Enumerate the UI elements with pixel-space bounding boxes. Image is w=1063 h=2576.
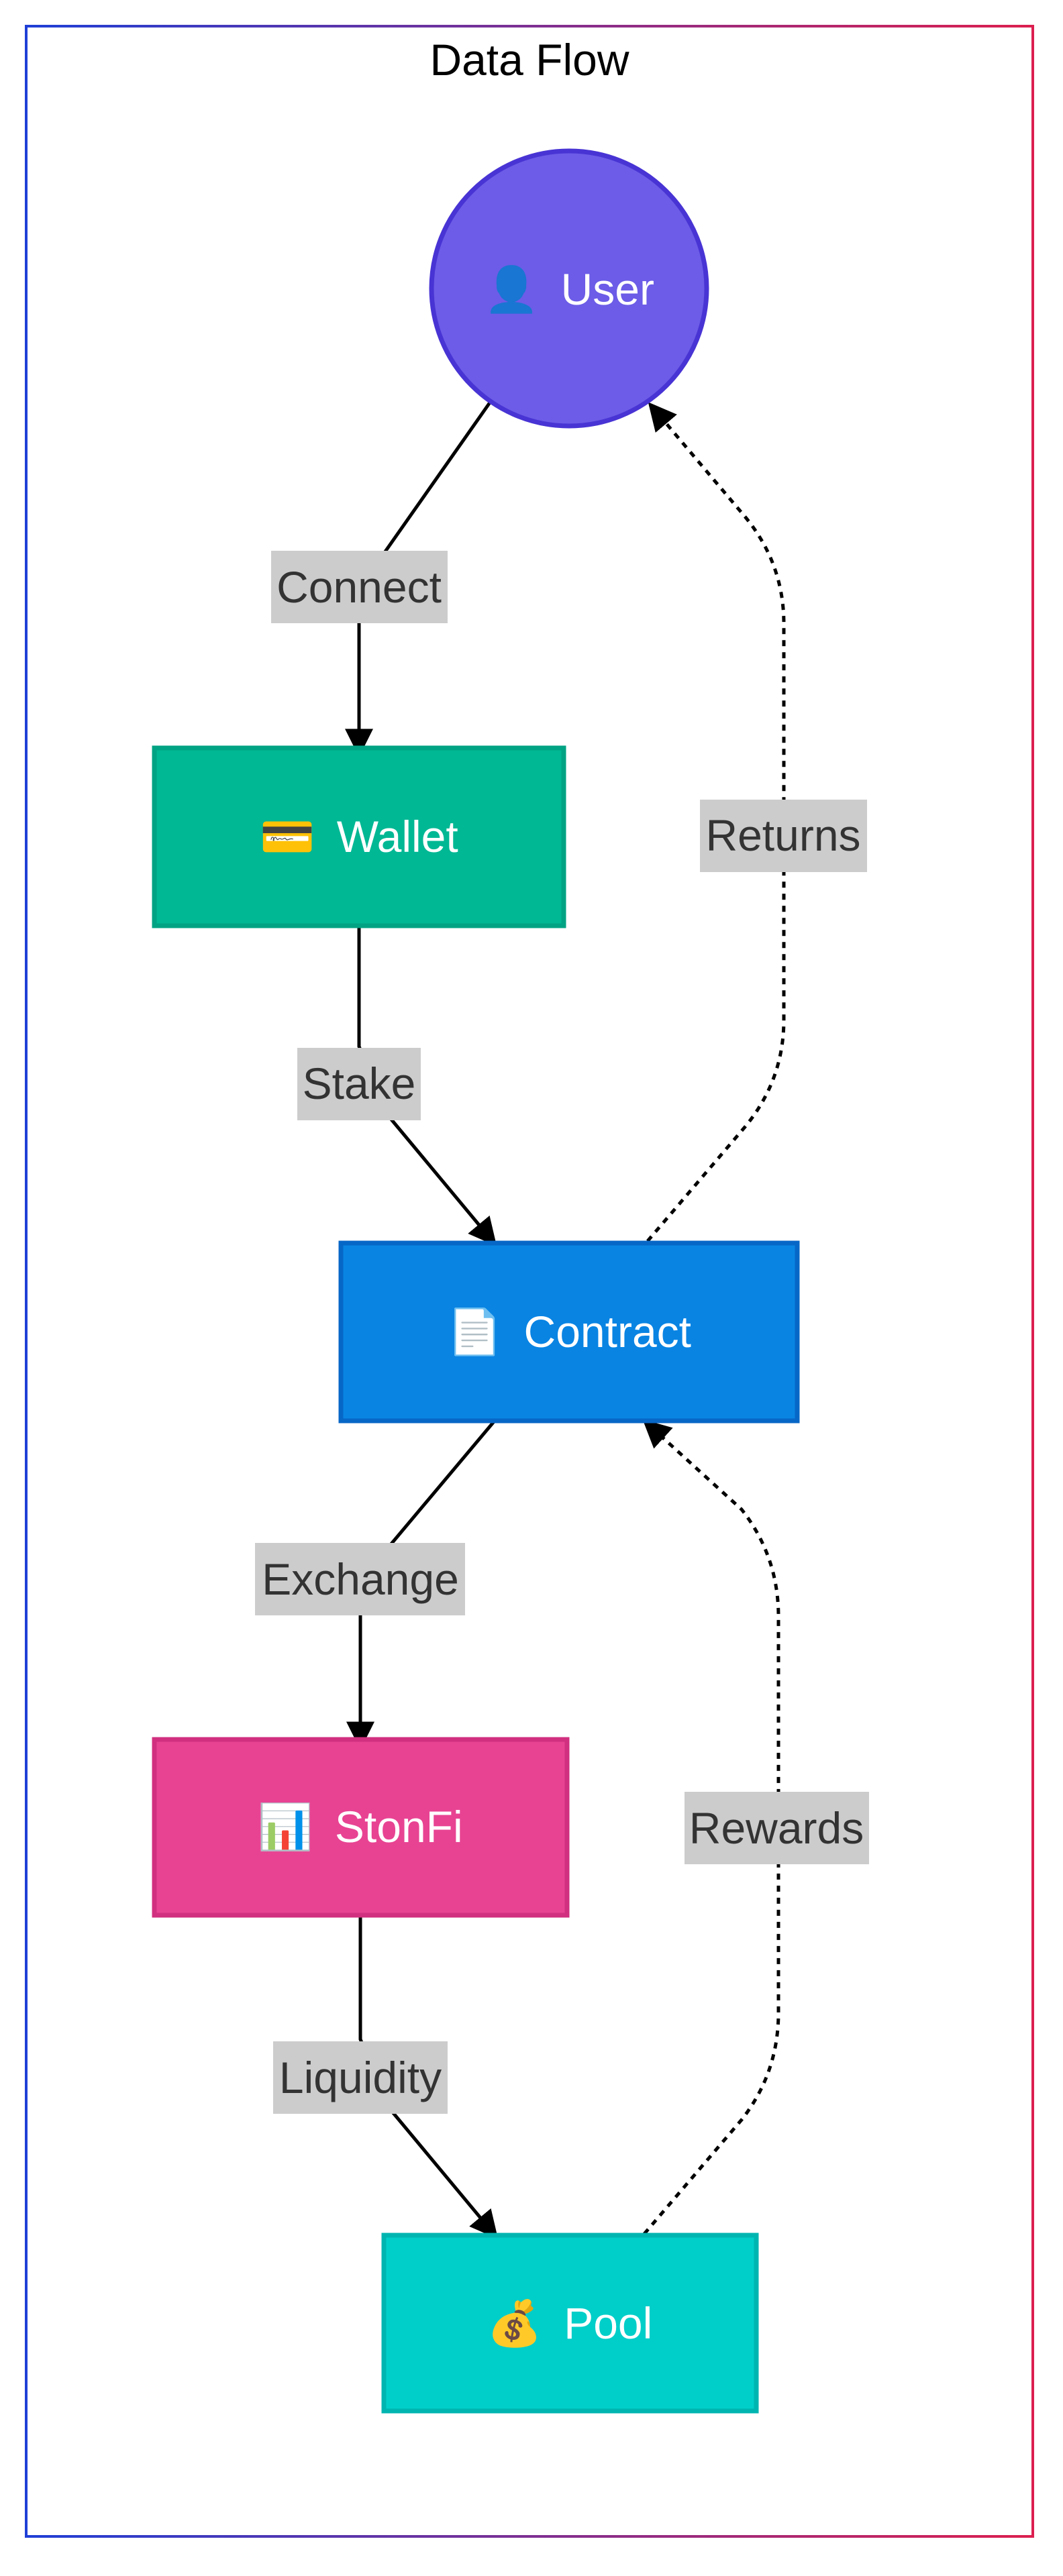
svg-text:💰 Pool: 💰 Pool (487, 2298, 653, 2350)
node-contract[interactable]: 📄 Contract (338, 1240, 800, 1424)
edge-label-returns: Returns (700, 800, 867, 872)
svg-text:📊 StonFi: 📊 StonFi (258, 1802, 462, 1852)
edge-label-stake: Stake (297, 1048, 421, 1120)
node-contract-label: Contract (524, 1307, 691, 1356)
node-user-label: User (561, 264, 654, 314)
node-user[interactable]: 👤 User (429, 148, 709, 429)
user-icon: 👤 (484, 264, 539, 315)
edge-label-stake-text: Stake (303, 1059, 416, 1108)
credit-card-icon: 💳 (260, 812, 315, 861)
svg-text:👤 User: 👤 User (484, 264, 654, 315)
svg-text:📄 Contract: 📄 Contract (447, 1307, 691, 1357)
node-stonfi-label: StonFi (335, 1802, 463, 1851)
edge-label-liquidity: Liquidity (273, 2041, 448, 2114)
edge-label-liquidity-text: Liquidity (279, 2053, 442, 2102)
edge-label-exchange: Exchange (255, 1543, 465, 1615)
node-stonfi[interactable]: 📊 StonFi (152, 1737, 570, 1918)
edge-label-connect-text: Connect (276, 562, 442, 612)
money-bag-icon: 💰 (487, 2298, 542, 2350)
bar-chart-icon: 📊 (258, 1802, 313, 1852)
node-pool-label: Pool (564, 2298, 652, 2348)
node-wallet[interactable]: 💳 Wallet (152, 745, 566, 928)
edge-label-returns-text: Returns (705, 810, 860, 860)
edge-label-rewards-text: Rewards (689, 1803, 864, 1853)
diagram-frame (25, 25, 1034, 2538)
document-icon: 📄 (447, 1307, 502, 1357)
diagram-title: Data Flow (429, 35, 629, 85)
edge-label-exchange-text: Exchange (262, 1554, 459, 1604)
node-pool[interactable]: 💰 Pool (381, 2233, 759, 2414)
edge-label-connect: Connect (271, 551, 448, 623)
svg-text:💳 Wallet: 💳 Wallet (260, 812, 458, 861)
node-wallet-label: Wallet (337, 812, 458, 861)
edge-label-rewards: Rewards (685, 1792, 869, 1864)
